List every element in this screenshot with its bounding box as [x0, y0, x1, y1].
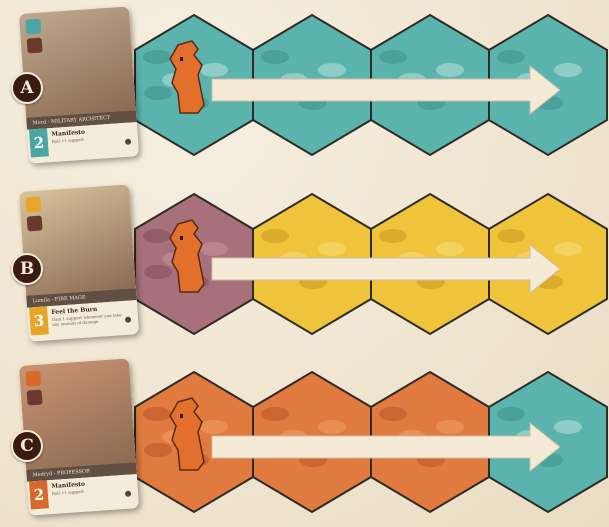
- faction-icon: [25, 371, 41, 387]
- shield-icon: [27, 389, 43, 405]
- faction-icon: [25, 19, 41, 35]
- shield-icon: [27, 215, 43, 231]
- shield-icon: [27, 37, 43, 53]
- row-label-b: B: [11, 253, 43, 285]
- row-label-a: A: [11, 72, 43, 104]
- row-label-c: C: [11, 430, 43, 462]
- card-number: 2: [29, 480, 49, 509]
- card-number: 3: [29, 306, 49, 335]
- card-number: 2: [29, 128, 49, 157]
- faction-icon: [25, 197, 41, 213]
